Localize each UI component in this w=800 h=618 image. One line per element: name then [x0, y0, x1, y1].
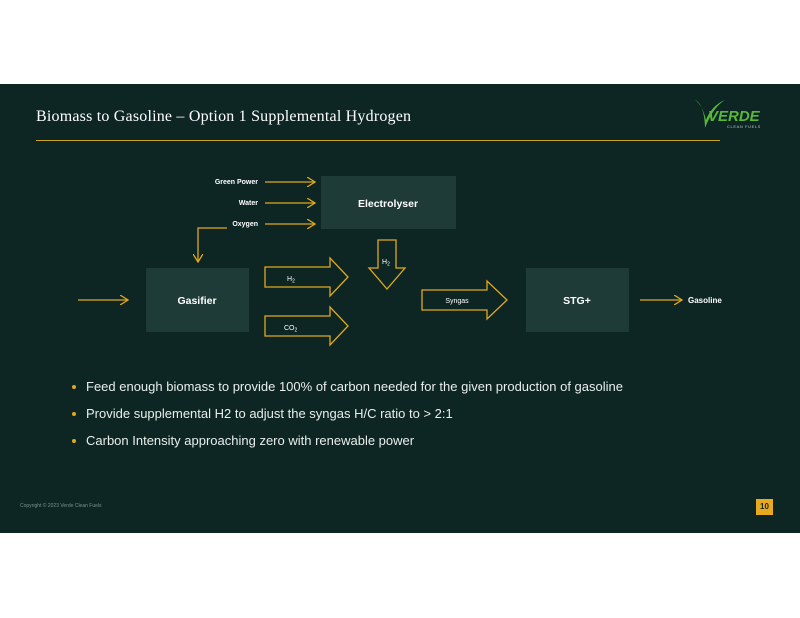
syngas-block-arrow: [421, 279, 508, 321]
verde-logo: VERDE CLEAN FUELS: [695, 100, 761, 129]
bullet-dot-icon: [72, 385, 76, 389]
bullet-dot-icon: [72, 412, 76, 416]
oxygen-label: Oxygen: [232, 221, 258, 228]
electrolyser-box: [321, 176, 456, 229]
stg-box: [526, 268, 629, 332]
page-number: 10: [756, 499, 773, 515]
bullet-text: Provide supplemental H2 to adjust the sy…: [86, 406, 453, 421]
bullet-item: Provide supplemental H2 to adjust the sy…: [72, 405, 623, 423]
h2-label: H2: [287, 276, 295, 285]
h2-down-label: H2: [382, 259, 390, 268]
stg-label: STG+: [563, 295, 591, 307]
bullet-list: Feed enough biomass to provide 100% of c…: [72, 378, 623, 459]
h2-block-arrow: [264, 256, 349, 298]
copyright-notice: Copyright © 2023 Verde Clean Fuels: [20, 503, 102, 509]
electrolyser-label: Electrolyser: [358, 198, 418, 210]
gasifier-label: Gasifier: [177, 295, 216, 307]
process-diagram: Electrolyser Gasifier STG+ Green Power W…: [78, 176, 722, 347]
slide: Biomass to Gasoline – Option 1 Supplemen…: [0, 84, 800, 533]
bullet-text: Feed enough biomass to provide 100% of c…: [86, 379, 623, 394]
bullet-item: Feed enough biomass to provide 100% of c…: [72, 378, 623, 396]
gasoline-label: Gasoline: [688, 296, 722, 305]
bullet-dot-icon: [72, 439, 76, 443]
bullet-text: Carbon Intensity approaching zero with r…: [86, 433, 415, 448]
slide-title: Biomass to Gasoline – Option 1 Supplemen…: [36, 108, 412, 125]
title-divider: [36, 140, 720, 141]
h2-down-block-arrow: [367, 239, 407, 290]
logo-subtext: CLEAN FUELS: [727, 124, 761, 129]
bullet-item: Carbon Intensity approaching zero with r…: [72, 432, 623, 450]
gasifier-box: [146, 268, 249, 332]
syngas-label: Syngas: [445, 298, 469, 305]
logo-leaf-icon: [695, 100, 725, 128]
logo-wordmark: VERDE: [708, 108, 761, 125]
green-power-label: Green Power: [215, 179, 258, 186]
oxygen-to-gasifier-arrow: [198, 227, 227, 262]
water-label: Water: [239, 200, 258, 207]
co2-block-arrow: [264, 305, 349, 347]
co2-label: CO2: [284, 325, 298, 334]
